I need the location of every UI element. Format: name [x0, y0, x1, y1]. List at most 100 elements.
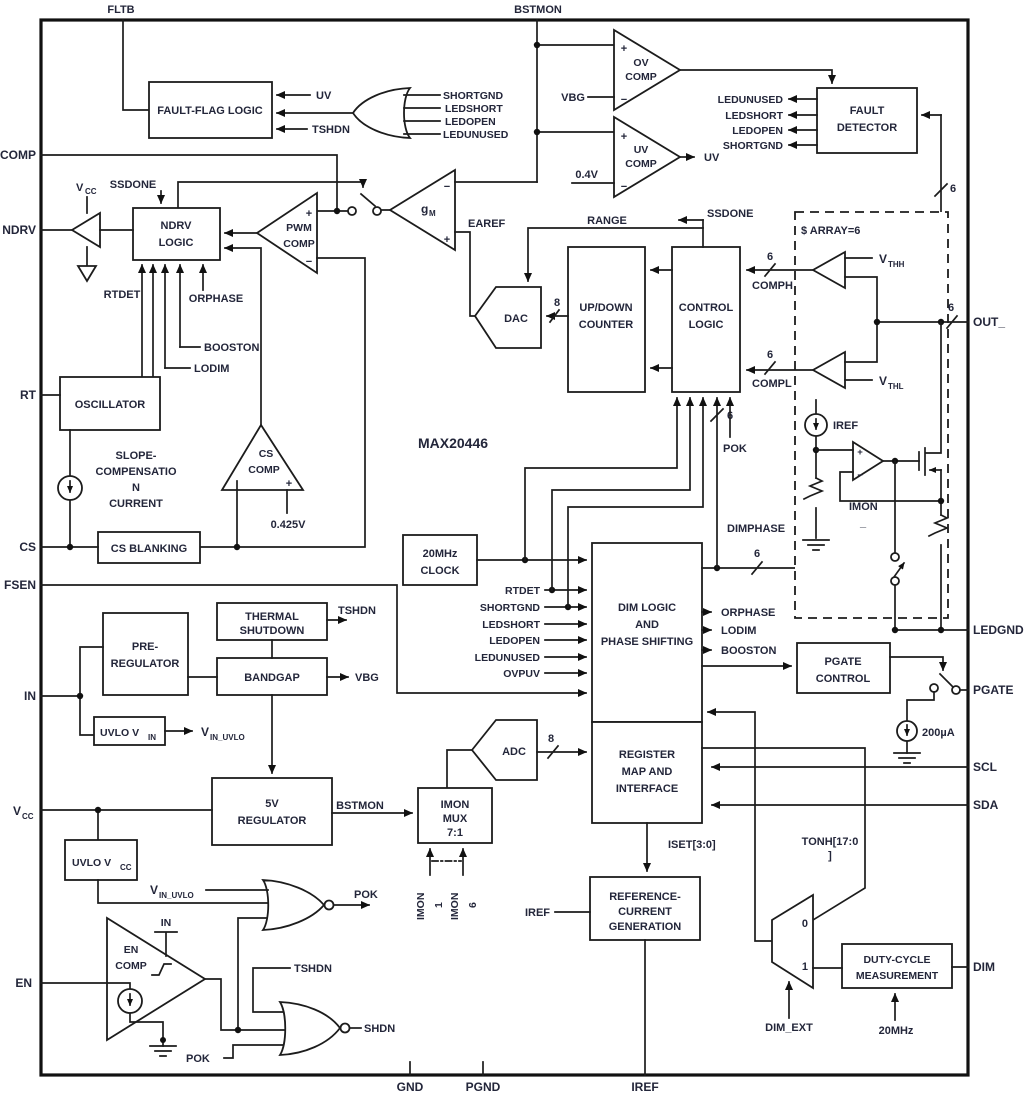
label-bus6-compl: 6	[767, 349, 773, 361]
label-iref-array: IREF	[833, 420, 858, 432]
label-shortgnd-or: SHORTGND	[443, 90, 504, 102]
label-earef: EAREF	[468, 218, 506, 230]
nor-gate-shdn	[278, 1001, 342, 1056]
label-imon-digit-2: 6	[467, 902, 479, 908]
label-rtdet-1: RTDET	[104, 289, 141, 301]
label-booston-1: BOOSTON	[204, 342, 259, 354]
label-dimphase: DIMPHASE	[727, 523, 785, 535]
wire-200ua	[906, 691, 935, 754]
label-comph: COMPH	[752, 280, 793, 292]
label-uv-name: UV	[634, 144, 649, 156]
label-tshdn-2: TSHDN	[338, 605, 376, 617]
label-bandgap: BANDGAP	[244, 672, 300, 684]
pin-fltb: FLTB	[107, 4, 134, 16]
label-ctrl-1: CONTROL	[679, 302, 734, 314]
label-ov-comp: COMP	[625, 71, 657, 83]
wire-comph-in	[844, 257, 878, 323]
wire-compl-in	[844, 321, 878, 381]
wire-or-inputs	[403, 94, 441, 135]
label-ledshort-fd: LEDSHORT	[725, 110, 783, 122]
pwm-plus: +	[306, 208, 312, 220]
label-compl: COMPL	[752, 378, 792, 390]
wire-opamp	[815, 449, 942, 502]
label-ledopen-3: LEDOPEN	[489, 635, 540, 647]
label-cscomp-1: CS	[259, 448, 274, 460]
label-regmap-2: MAP AND	[622, 766, 673, 778]
wire-vcc	[40, 809, 213, 841]
label-ndrv-logic-2: LOGIC	[159, 237, 194, 249]
label-slope-4: CURRENT	[109, 498, 163, 510]
label-shortgnd-fd: SHORTGND	[723, 140, 784, 152]
label-vcc-buf-sub: CC	[85, 187, 97, 196]
block-5v-regulator	[211, 777, 333, 846]
pin-ledgnd: LEDGND	[973, 623, 1024, 637]
bus-slash-dac	[548, 308, 561, 324]
label-bus6-dimphase: 6	[754, 548, 760, 560]
label-clock-2: CLOCK	[420, 565, 459, 577]
label-bus8-adc: 8	[548, 733, 554, 745]
block-fault-detector	[816, 87, 918, 154]
label-imon-digit-1: 1	[433, 902, 445, 908]
pwm-comparator	[255, 191, 318, 275]
label-cscomp-2: COMP	[248, 464, 280, 476]
pin-bstmon: BSTMON	[514, 4, 562, 16]
uv-minus: −	[621, 181, 627, 193]
ground-icon	[893, 752, 921, 764]
junction-dot	[533, 41, 541, 49]
label-vinuvlo2-base: V	[150, 883, 158, 897]
bus-slash-compl	[763, 360, 777, 376]
block-dim-logic	[591, 542, 703, 723]
block-uvlo-vin	[93, 716, 166, 746]
pwm-minus: −	[306, 256, 312, 268]
block-updown-counter	[567, 246, 646, 393]
pin-sda: SDA	[973, 798, 999, 812]
label-prereg-1: PRE-	[132, 641, 159, 653]
label-tonh-1: TONH[17:0	[802, 836, 859, 848]
label-bus8-dac: 8	[554, 297, 560, 309]
pin-rt: RT	[20, 388, 37, 402]
adc-block	[470, 719, 538, 781]
uv-comparator	[613, 115, 682, 199]
pin-comp: COMP	[0, 148, 36, 162]
label-04v: 0.4V	[575, 169, 598, 181]
label-updown-1: UP/DOWN	[579, 302, 632, 314]
label-bus6-out: 6	[948, 302, 954, 314]
label-shortgnd-3: SHORTGND	[480, 602, 541, 614]
label-fault-detector-2: DETECTOR	[837, 122, 897, 134]
junction-dot	[937, 497, 945, 505]
block-oscillator	[59, 376, 161, 431]
cs-comparator	[220, 423, 305, 491]
label-vthh-sub: THH	[888, 260, 905, 269]
ground-icon	[149, 1045, 177, 1057]
bus-slash-fd	[933, 182, 949, 198]
label-bus6-fd: 6	[950, 183, 956, 195]
block-ndrv-logic	[132, 207, 221, 261]
label-ledunused-or: LEDUNUSED	[443, 129, 509, 141]
label-ovpuv: OVPUV	[503, 668, 540, 680]
wire-adc-in	[446, 749, 473, 789]
wire-in-pin	[40, 646, 104, 736]
label-tshdn-1: TSHDN	[312, 124, 350, 136]
label-iref-in: IREF	[525, 907, 550, 919]
label-uvlo-vin: UVLO V	[100, 727, 139, 739]
block-imon-mux	[417, 787, 493, 844]
ground-arrow-icon	[76, 265, 98, 283]
wire-clock-to-ctrl	[524, 397, 681, 561]
wire-range	[524, 227, 704, 282]
label-refgen-3: GENERATION	[609, 921, 682, 933]
wire-fltb	[122, 19, 150, 111]
wire-pok3	[223, 1044, 285, 1059]
label-updown-2: COUNTER	[579, 319, 633, 331]
label-shdn: SHDN	[364, 1023, 395, 1035]
label-pgatectrl-1: PGATE	[824, 656, 861, 668]
pin-out: OUT_	[973, 315, 1005, 329]
gm-plus: +	[444, 234, 450, 246]
wire-uvlovcc-out	[97, 879, 269, 904]
label-gm-sub: M	[429, 209, 436, 218]
label-dimlogic-2: AND	[635, 619, 659, 631]
label-uv-comp: COMP	[625, 158, 657, 170]
junction-dot	[333, 207, 341, 215]
mosfet-and-bus	[918, 321, 942, 631]
label-ledunused-3: LEDUNUSED	[475, 652, 541, 664]
label-prereg-2: REGULATOR	[111, 658, 180, 670]
